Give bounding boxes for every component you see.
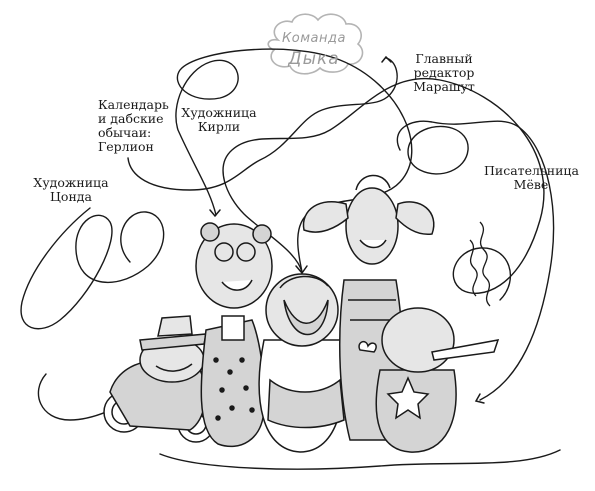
logo-text-line2: Дыка — [288, 49, 340, 69]
character-tsonda — [103, 315, 215, 443]
scribble-lines — [20, 48, 561, 470]
arrowheads — [209, 55, 485, 404]
smoke-lines — [469, 221, 491, 307]
label-artist-tsonda: Художница Цонда — [33, 175, 109, 204]
character-gerlion — [195, 222, 273, 448]
label-chief-editor: Главный редактор Марашут — [413, 51, 475, 94]
logo-cloud — [267, 13, 364, 75]
character-meve — [358, 307, 500, 453]
label-calendar-gerlion: Календарь и дабские обычаи: Герлион — [98, 97, 169, 154]
team-logo: Команда Дыка — [266, 14, 362, 80]
character-kirli — [258, 273, 345, 453]
label-artist-kirli: Художница Кирли — [181, 105, 257, 134]
logo-text-line1: Команда — [282, 31, 346, 46]
label-writer-meve: Писательница Мёве — [484, 163, 579, 192]
